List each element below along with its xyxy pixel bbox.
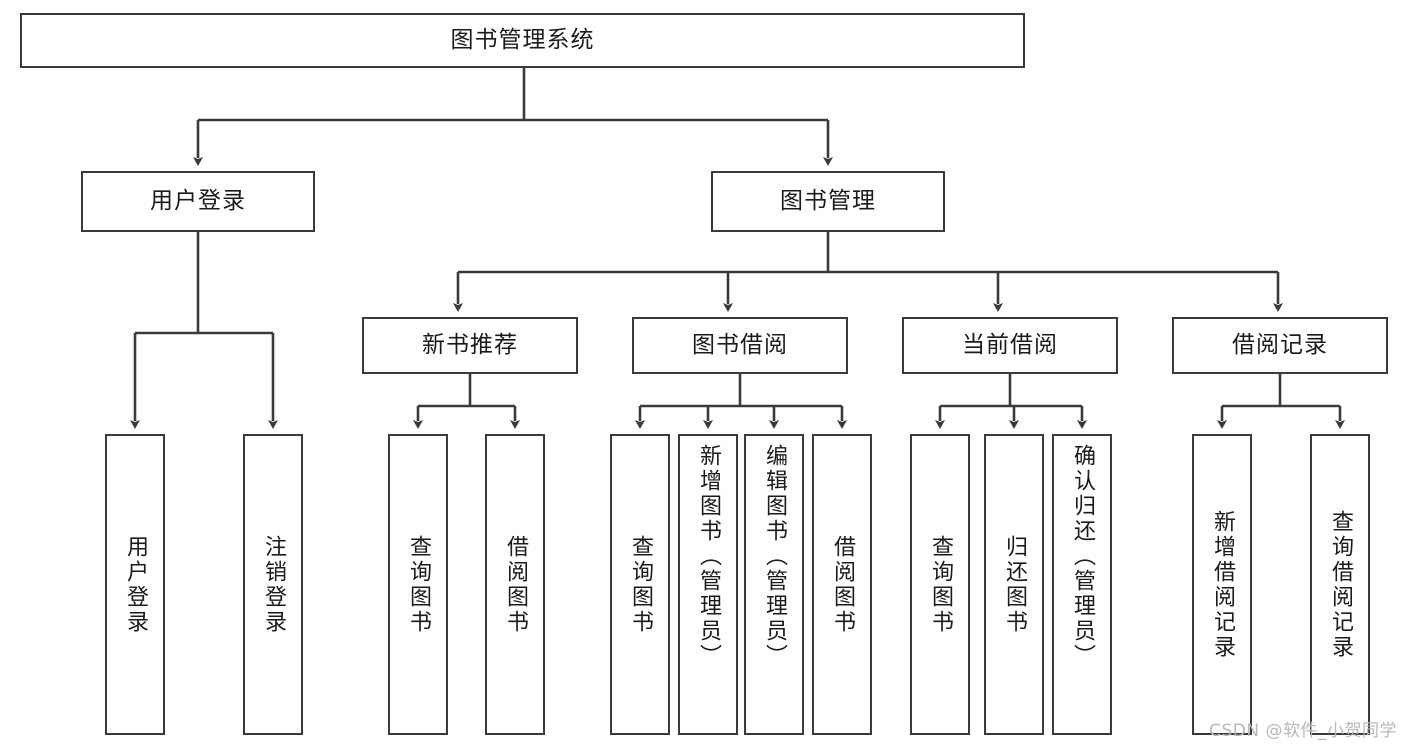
node-leaf-query-record[interactable]: 查询借阅记录 (1310, 434, 1370, 735)
node-leaf-query-book-3[interactable]: 查询图书 (910, 434, 970, 735)
node-borrow-record[interactable]: 借阅记录 (1172, 317, 1388, 374)
node-leaf-query-book-1[interactable]: 查询图书 (388, 434, 448, 735)
node-label: 新增借阅记录 (1209, 509, 1235, 660)
node-leaf-user-login[interactable]: 用户登录 (105, 434, 165, 735)
node-label: 图书管理系统 (450, 27, 595, 53)
node-label: 用户登录 (150, 188, 246, 214)
node-label: 图书借阅 (692, 332, 788, 358)
node-leaf-add-record[interactable]: 新增借阅记录 (1192, 434, 1252, 735)
node-label: 查询借阅记录 (1327, 509, 1353, 660)
node-label: 确认归还（管理员） (1069, 444, 1095, 669)
node-label: 借阅图书 (502, 534, 528, 635)
node-label: 借阅记录 (1232, 332, 1328, 358)
node-label: 借阅图书 (829, 534, 855, 635)
node-leaf-user-logout[interactable]: 注销登录 (243, 434, 303, 735)
node-user-login[interactable]: 用户登录 (81, 171, 315, 232)
node-current-borrow[interactable]: 当前借阅 (902, 317, 1118, 374)
node-system-title[interactable]: 图书管理系统 (20, 13, 1025, 68)
node-label: 归还图书 (1001, 534, 1027, 635)
node-new-book-rec[interactable]: 新书推荐 (362, 317, 578, 374)
node-label: 查询图书 (405, 534, 431, 635)
node-label: 图书管理 (780, 188, 876, 214)
node-label: 注销登录 (260, 534, 286, 635)
node-leaf-borrow-book-2[interactable]: 借阅图书 (812, 434, 872, 735)
node-label: 新增图书（管理员） (695, 444, 721, 669)
node-book-manage[interactable]: 图书管理 (711, 171, 945, 232)
node-label: 查询图书 (927, 534, 953, 635)
node-label: 当前借阅 (962, 332, 1058, 358)
node-label: 编辑图书（管理员） (761, 444, 787, 669)
node-leaf-query-book-2[interactable]: 查询图书 (610, 434, 670, 735)
node-leaf-add-book[interactable]: 新增图书（管理员） (678, 434, 738, 735)
watermark: CSDN @软件_小贺同学 (1209, 721, 1397, 741)
node-leaf-edit-book[interactable]: 编辑图书（管理员） (744, 434, 804, 735)
node-label: 用户登录 (122, 534, 148, 635)
node-leaf-borrow-book-1[interactable]: 借阅图书 (485, 434, 545, 735)
node-label: 新书推荐 (422, 332, 518, 358)
node-book-borrow[interactable]: 图书借阅 (632, 317, 848, 374)
node-leaf-return-book[interactable]: 归还图书 (984, 434, 1044, 735)
node-label: 查询图书 (627, 534, 653, 635)
node-leaf-confirm-return[interactable]: 确认归还（管理员） (1052, 434, 1112, 735)
